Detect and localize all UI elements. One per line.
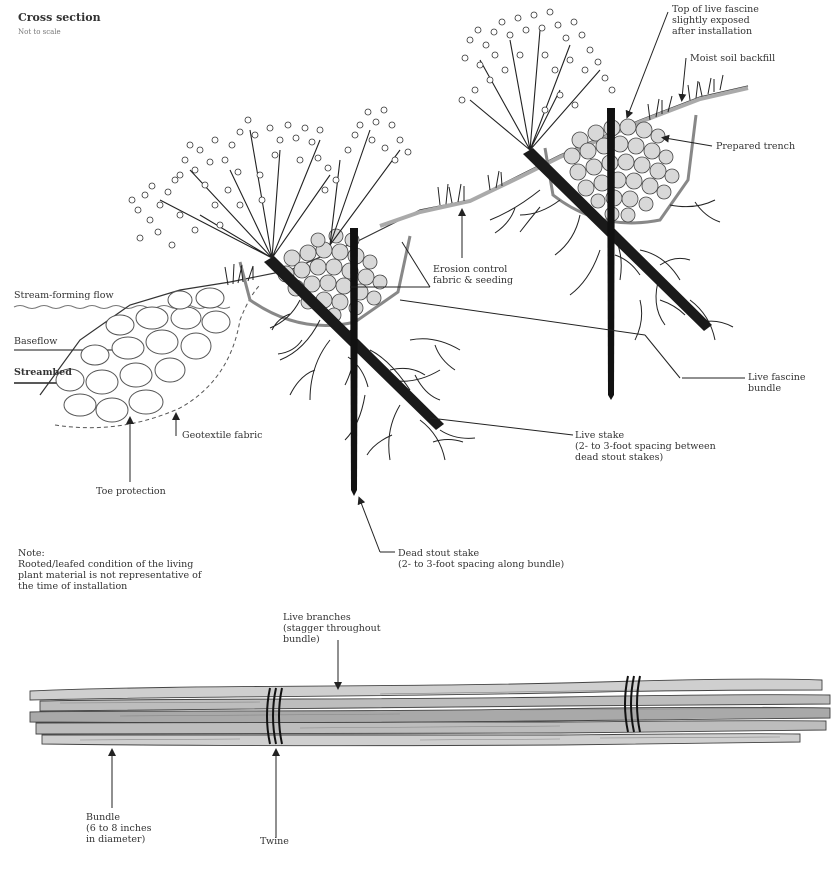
label-top-of-fascine: Top of live fascine slightly exposed aft… <box>672 4 792 37</box>
stream-forming-flow-line <box>14 306 230 309</box>
bundle-branches <box>30 679 830 746</box>
label-moist-soil-backfill: Moist soil backfill <box>690 53 775 64</box>
label-baseflow: Baseflow <box>14 336 57 347</box>
label-twine: Twine <box>260 836 289 847</box>
diagram-subtitle: Not to scale <box>18 27 61 38</box>
label-stream-forming-flow: Stream-forming flow <box>14 290 114 301</box>
label-live-stake: Live stake (2- to 3-foot spacing between… <box>575 430 775 463</box>
label-dead-stout-stake: Dead stout stake (2- to 3-foot spacing a… <box>398 548 638 570</box>
label-geotextile-fabric: Geotextile fabric <box>182 430 262 441</box>
label-streambed: Streambed <box>14 367 72 378</box>
label-prepared-trench: Prepared trench <box>716 141 795 152</box>
note-text: Note: Rooted/leafed condition of the liv… <box>18 548 258 592</box>
lower-fascine-bundle <box>278 229 387 322</box>
label-live-branches: Live branches (stagger throughout bundle… <box>283 612 423 645</box>
label-bundle: Bundle (6 to 8 inches in diameter) <box>86 812 186 845</box>
cross-section <box>14 9 748 552</box>
bundle-detail <box>30 640 830 838</box>
label-toe-protection: Toe protection <box>96 486 166 497</box>
label-live-fascine-bundle: Live fascine bundle <box>748 372 837 394</box>
upper-dead-stout-stake <box>607 108 615 400</box>
lower-dead-stout-stake <box>350 228 358 496</box>
label-erosion-control: Erosion control fabric & seeding <box>433 264 513 286</box>
diagram-title: Cross section <box>18 12 101 23</box>
